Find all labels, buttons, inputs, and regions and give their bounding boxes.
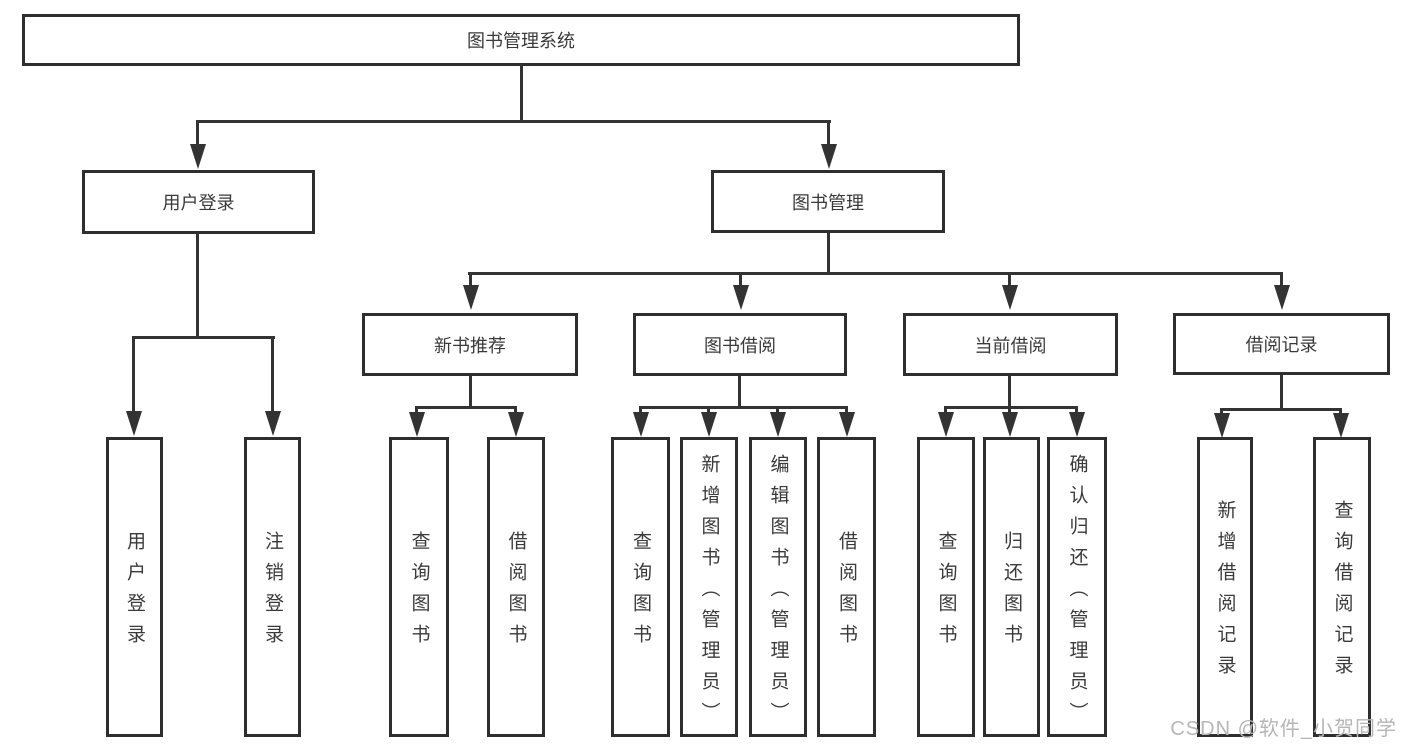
leaf-label: 确认归还（管理员） [1066, 453, 1088, 733]
connector-root-trunk [520, 64, 523, 122]
leaf-label: 查询图书 [935, 531, 957, 655]
arrow-to-confirm-return [1068, 406, 1085, 437]
connector-new-book-trunk [469, 376, 472, 409]
leaf-query-borrow-record: 查询借阅记录 [1313, 437, 1371, 737]
arrow-to-book-borrowing [732, 272, 749, 310]
node-new-book-recommendation: 新书推荐 [362, 313, 578, 376]
leaf-label: 查询借阅记录 [1331, 500, 1353, 686]
connector-new-book-bar [415, 406, 516, 409]
arrow-to-current-borrowing [1001, 272, 1018, 310]
arrow-to-query-borrow-record [1332, 408, 1349, 438]
connector-root-bar [196, 120, 831, 123]
leaf-label: 归还图书 [1001, 531, 1022, 655]
leaf-label: 用户登录 [124, 531, 145, 655]
node-book-management: 图书管理 [711, 170, 945, 233]
connector-user-login-bar [133, 336, 275, 339]
leaf-return-books: 归还图书 [983, 437, 1040, 737]
arrow-to-add-book [700, 406, 717, 437]
node-label: 新书推荐 [434, 335, 506, 356]
arrow-to-add-borrow-record [1213, 408, 1230, 438]
leaf-edit-book-admin: 编辑图书（管理员） [749, 437, 807, 737]
node-book-borrowing: 图书借阅 [633, 313, 847, 376]
connector-borrowing-records-trunk [1280, 375, 1283, 410]
leaf-label: 借阅图书 [505, 531, 527, 655]
leaf-query-books-1: 查询图书 [389, 437, 449, 737]
connector-book-management-bar [468, 272, 1282, 275]
leaf-logout: 注销登录 [244, 437, 301, 737]
node-library-management-system: 图书管理系统 [22, 14, 1020, 66]
connector-book-management-trunk [827, 233, 830, 274]
connector-book-borrowing-trunk [738, 376, 741, 409]
leaf-user-login: 用户登录 [106, 437, 163, 737]
arrow-to-book-management [820, 120, 837, 169]
arrow-to-borrow-books-1 [507, 406, 524, 437]
leaf-query-books-3: 查询图书 [917, 437, 975, 737]
node-label: 借阅记录 [1245, 335, 1318, 355]
connector-book-borrowing-bar [639, 406, 847, 409]
arrow-to-user-login [189, 120, 206, 169]
leaf-label: 新增图书（管理员） [698, 453, 720, 733]
arrow-to-query-books-3 [937, 406, 954, 437]
leaf-add-borrow-record: 新增借阅记录 [1197, 437, 1253, 737]
leaf-borrow-books-2: 借阅图书 [817, 437, 876, 737]
arrow-to-borrowing-records [1273, 272, 1290, 310]
leaf-label: 编辑图书（管理员） [767, 453, 789, 733]
csdn-watermark: CSDN @软件_小贺同学 [1170, 718, 1397, 740]
arrow-to-query-books-1 [408, 406, 425, 437]
node-label: 图书管理 [792, 192, 864, 213]
node-borrowing-records: 借阅记录 [1173, 313, 1390, 375]
leaf-label: 新增借阅记录 [1214, 500, 1236, 686]
leaf-label: 借阅图书 [836, 531, 857, 655]
leaf-label: 查询图书 [630, 531, 651, 655]
leaf-confirm-return-admin: 确认归还（管理员） [1047, 437, 1107, 737]
connector-current-borrowing-trunk [1008, 376, 1011, 409]
leaf-borrow-books-1: 借阅图书 [487, 437, 545, 737]
node-label: 图书管理系统 [467, 31, 575, 51]
leaf-query-books-2: 查询图书 [611, 437, 670, 737]
arrow-to-leaf-user-login [125, 336, 142, 436]
connector-user-login-trunk [196, 234, 199, 339]
leaf-label: 注销登录 [262, 531, 283, 655]
arrow-to-edit-book [769, 406, 786, 437]
connector-current-borrowing-bar [944, 406, 1078, 409]
leaf-add-book-admin: 新增图书（管理员） [680, 437, 738, 737]
arrow-to-query-books-2 [632, 406, 649, 437]
arrow-to-leaf-logout [264, 336, 281, 436]
node-label: 用户登录 [162, 193, 235, 213]
node-label: 图书借阅 [704, 335, 776, 356]
arrow-to-new-book-recommendation [462, 272, 479, 310]
node-user-login: 用户登录 [82, 170, 315, 234]
arrow-to-return-books [1001, 406, 1018, 437]
connector-borrowing-records-bar [1220, 408, 1342, 411]
leaf-label: 查询图书 [408, 531, 430, 655]
node-label: 当前借阅 [974, 335, 1047, 356]
node-current-borrowing: 当前借阅 [903, 313, 1118, 376]
arrow-to-borrow-books-2 [838, 406, 855, 437]
